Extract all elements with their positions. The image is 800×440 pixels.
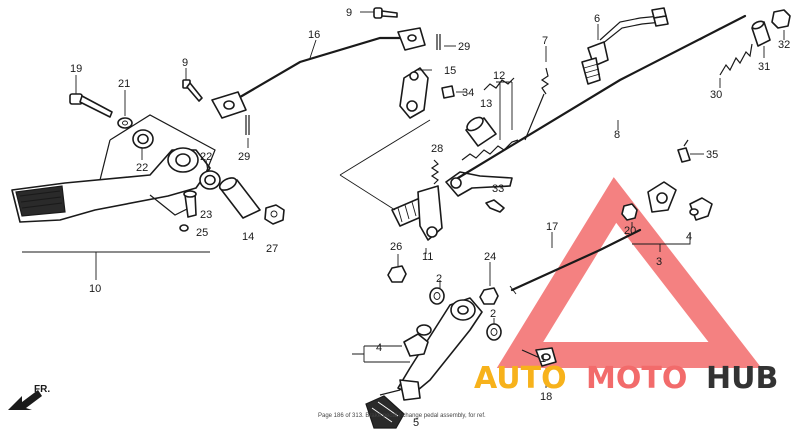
washer-2-left <box>429 287 445 305</box>
watermark-part-auto: AUTO <box>474 361 567 396</box>
callout-16: 16 <box>308 29 320 41</box>
callout-25: 25 <box>196 227 208 239</box>
brake-cam-lever <box>445 171 513 197</box>
callout-2b: 2 <box>490 308 496 320</box>
watermark-logo-triangle <box>496 177 762 368</box>
watermark-wordmark: AUTO MOTO HUB <box>474 361 778 396</box>
seal-22-right <box>199 170 221 190</box>
callout-4b: 4 <box>376 342 382 354</box>
washer-2-right <box>486 323 502 341</box>
collar-13 <box>465 116 497 147</box>
callout-17: 17 <box>546 221 558 233</box>
callout-3: 3 <box>656 256 662 268</box>
callout-12: 12 <box>493 70 505 82</box>
collar-14 <box>218 177 261 219</box>
callout-23: 23 <box>200 209 212 221</box>
callout-30: 30 <box>710 89 722 101</box>
spring-7 <box>524 67 550 141</box>
brake-pedal <box>11 114 216 223</box>
bolt-9-left <box>182 79 203 102</box>
callout-13: 13 <box>480 98 492 110</box>
footer-caption: Page 186 of 313. Brake pedal / change pe… <box>318 413 486 419</box>
joint-4-right <box>689 197 713 221</box>
direction-label: FR. <box>34 384 50 395</box>
callout-22b: 22 <box>200 151 212 163</box>
bolt-33 <box>485 199 505 213</box>
watermark-part-hub: HUB <box>706 361 778 396</box>
callout-22a: 22 <box>136 162 148 174</box>
nut-24 <box>479 287 499 305</box>
cotter-pin-29-left <box>245 115 250 135</box>
callout-5: 5 <box>413 417 419 429</box>
callout-29a: 29 <box>458 41 470 53</box>
callout-19: 19 <box>70 63 82 75</box>
pivot-shaft <box>391 185 443 241</box>
callout-9b: 9 <box>182 57 188 69</box>
pin-25 <box>179 224 189 232</box>
callout-2a: 2 <box>436 273 442 285</box>
callout-15: 15 <box>444 65 456 77</box>
spring-12 <box>461 77 519 161</box>
callout-34: 34 <box>462 87 474 99</box>
brake-arm <box>399 67 429 119</box>
watermark-part-moto: MOTO <box>586 361 687 396</box>
callout-9a: 9 <box>346 7 352 19</box>
callout-8: 8 <box>614 129 620 141</box>
callout-numbers: 1 2 2 3 4 4 5 6 7 8 9 9 10 11 12 13 14 1… <box>70 7 790 429</box>
spring-28 <box>430 159 440 185</box>
brake-rod <box>211 27 426 119</box>
callout-7: 7 <box>542 35 548 47</box>
nut-26 <box>387 265 407 283</box>
callout-24: 24 <box>484 251 496 263</box>
shift-arm-3 <box>647 181 677 213</box>
leader-lines <box>22 11 785 388</box>
callout-1: 1 <box>540 353 546 365</box>
nut-27 <box>264 204 285 225</box>
callout-28: 28 <box>431 143 443 155</box>
cotter-pin-29-top <box>436 34 441 50</box>
callout-21: 21 <box>118 78 130 90</box>
callout-6: 6 <box>594 13 600 25</box>
callout-20: 20 <box>624 225 636 237</box>
bolt-18 <box>521 347 557 367</box>
callout-10: 10 <box>89 283 101 295</box>
reference-line <box>339 119 431 211</box>
callout-32: 32 <box>778 39 790 51</box>
nut-32 <box>771 9 791 29</box>
shift-rod-17 <box>509 228 642 295</box>
callout-31: 31 <box>758 61 770 73</box>
washer-21 <box>117 117 133 129</box>
bolt-35 <box>677 139 691 163</box>
bolt-23 <box>183 190 197 218</box>
callout-18: 18 <box>540 391 552 403</box>
callout-35: 35 <box>706 149 718 161</box>
collar-31 <box>751 20 771 47</box>
callout-4a: 4 <box>686 231 692 243</box>
callout-26: 26 <box>390 241 402 253</box>
brake-rod-long <box>456 14 747 180</box>
callout-11: 11 <box>422 251 433 263</box>
callout-27: 27 <box>266 243 278 255</box>
joint-4-left <box>403 324 432 357</box>
spring-30 <box>719 43 753 76</box>
seal-22-left <box>132 129 154 149</box>
bolt-9-top <box>373 7 398 19</box>
bolt-34 <box>441 85 455 99</box>
nut-20 <box>621 203 638 221</box>
callout-29b: 29 <box>238 151 250 163</box>
brake-switch <box>581 7 669 85</box>
front-direction-arrow: FR. <box>8 384 50 410</box>
shift-pedal-rubber <box>365 395 405 429</box>
bolt-19 <box>69 93 113 118</box>
callout-14: 14 <box>242 231 254 243</box>
callout-33: 33 <box>492 183 504 195</box>
gearshift-pedal <box>379 297 483 401</box>
